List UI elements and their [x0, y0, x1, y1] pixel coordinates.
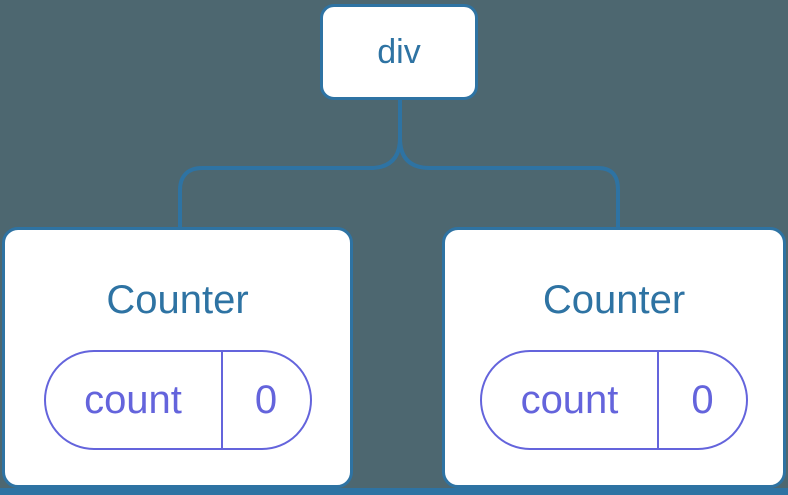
root-node-label: div	[377, 32, 421, 71]
state-pill: count 0	[480, 350, 748, 450]
state-pill: count 0	[43, 350, 312, 450]
component-title: Counter	[106, 278, 249, 322]
component-card-left: Counter count 0	[2, 227, 353, 488]
root-node: div	[320, 4, 478, 100]
state-value: 0	[691, 377, 714, 422]
connector-left-branch	[178, 100, 402, 228]
state-key: count	[46, 352, 223, 448]
component-title: Counter	[542, 278, 686, 322]
component-card-right: Counter count 0	[442, 227, 786, 488]
state-key: count	[482, 352, 659, 448]
state-value: 0	[254, 377, 278, 422]
connector-right-branch	[398, 100, 620, 228]
bottom-edge-line	[0, 488, 788, 495]
